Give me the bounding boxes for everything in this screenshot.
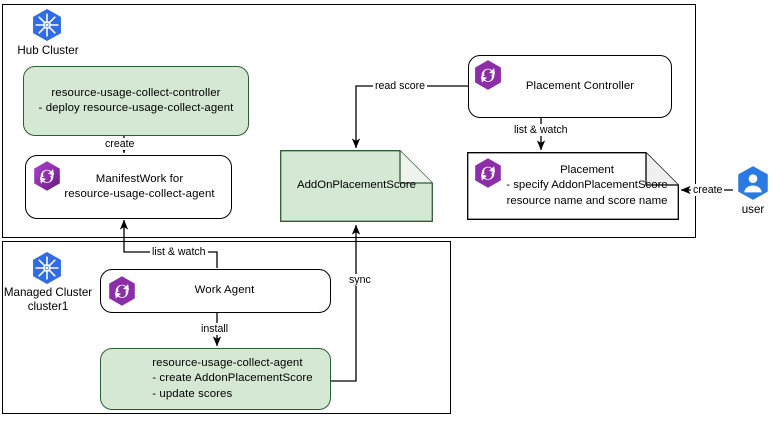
node-addon-placement-score[interactable]: AddOnPlacementScore (280, 150, 433, 222)
node-collect-controller[interactable]: resource-usage-collect-controller - depl… (23, 66, 249, 136)
node-addon-placement-score-label: AddOnPlacementScore (296, 179, 417, 192)
node-manifestwork[interactable]: ManifestWork for resource-usage-collect-… (25, 155, 232, 219)
kubernetes-icon (30, 8, 64, 42)
node-collect-controller-label: resource-usage-collect-controller - depl… (38, 86, 234, 115)
edge-label-user-create-placement: create (691, 184, 725, 196)
hub-cluster-label: Hub Cluster (17, 44, 79, 57)
node-placement[interactable]: Placement - specify AddonPlacementScore … (467, 152, 679, 220)
node-collect-agent[interactable]: resource-usage-collect-agent - create Ad… (100, 348, 331, 410)
user-icon[interactable] (735, 165, 771, 201)
ocm-icon (472, 59, 504, 91)
node-placement-controller[interactable]: Placement Controller (468, 55, 672, 118)
kubernetes-icon (30, 251, 64, 285)
node-placement-controller-label: Placement Controller (525, 79, 635, 92)
edge-label-list-watch-manifestwork: list & watch (150, 246, 208, 258)
ocm-icon (31, 160, 63, 192)
edge-label-read-score: read score (373, 80, 428, 92)
edge-label-list-watch-placement: list & watch (512, 124, 570, 136)
ocm-icon (106, 275, 138, 307)
ocm-icon (472, 157, 504, 189)
edge-label-install-agent: install (199, 323, 231, 335)
node-manifestwork-label: ManifestWork for resource-usage-collect-… (64, 172, 215, 201)
node-collect-agent-label: resource-usage-collect-agent - create Ad… (152, 356, 313, 400)
edge-label-sync-score: sync (347, 274, 373, 286)
node-placement-label: Placement - specify AddonPlacementScore … (506, 163, 668, 207)
edge-label-create-manifestwork: create (103, 138, 137, 150)
managed-cluster-label: Managed Cluster cluster1 (3, 286, 93, 313)
user-label: user (741, 203, 765, 216)
managed-cluster-container (2, 241, 451, 414)
node-work-agent-label: Work Agent (194, 284, 255, 297)
node-work-agent[interactable]: Work Agent (100, 269, 331, 313)
